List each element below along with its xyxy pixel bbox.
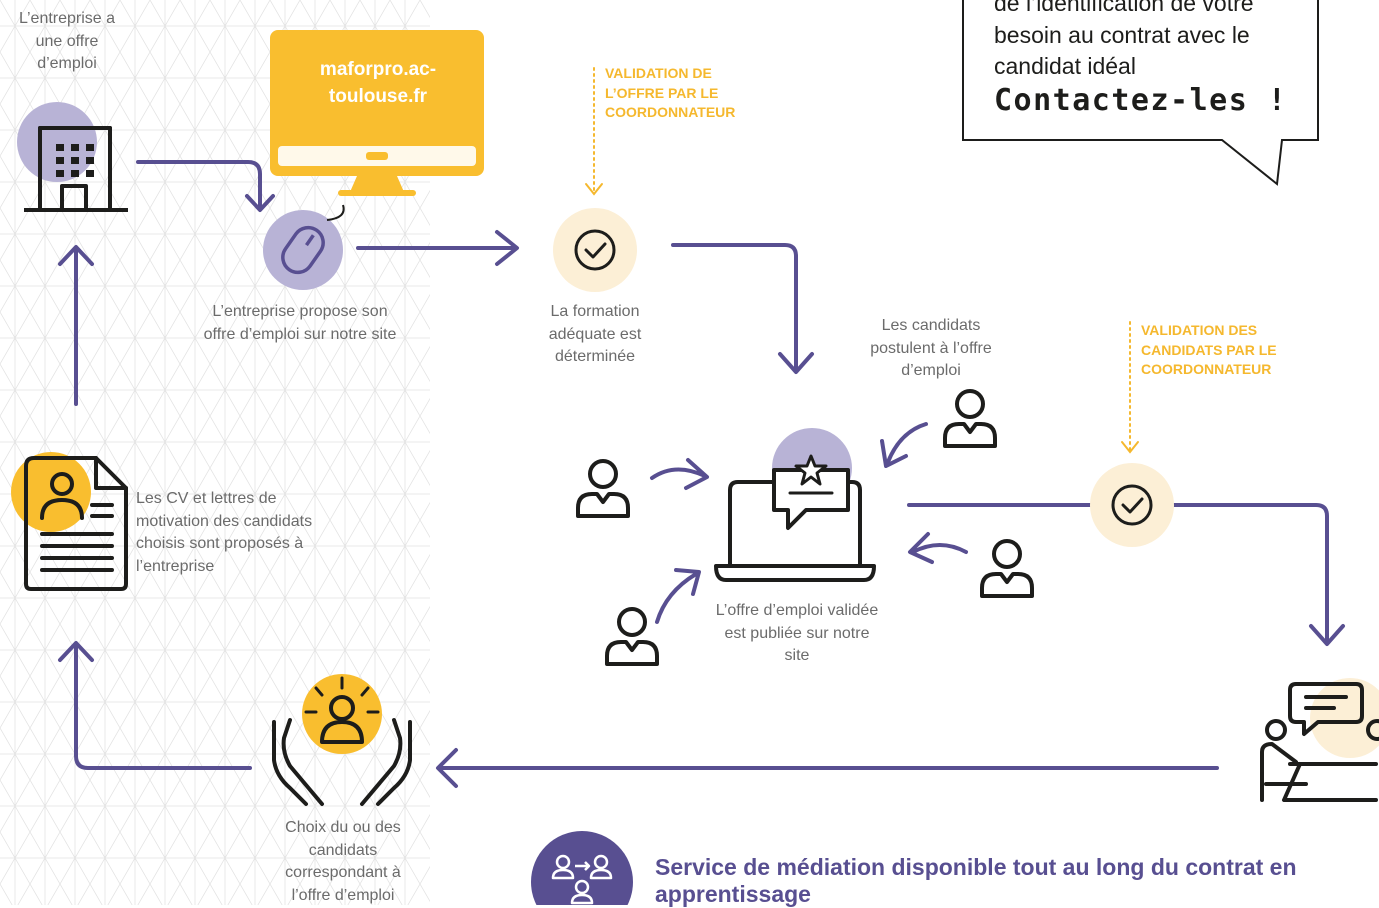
arrow-site-to-training — [356, 230, 519, 266]
label-cv-proposed: Les CV et lettres de motivation des cand… — [136, 490, 313, 575]
label-choice-candidates: Choix du ou des candidats correspondant … — [285, 819, 401, 904]
arrow-candidate-1 — [650, 458, 709, 490]
user-icon — [980, 539, 1034, 598]
monitor-icon — [270, 30, 484, 196]
validation-dotted-lines — [585, 67, 1139, 454]
building-icon — [17, 102, 128, 212]
arrow-candidate-3 — [908, 532, 968, 564]
hands-person-icon — [272, 674, 412, 806]
label-candidates-apply: Les candidats postulent à l’offre d’empl… — [870, 317, 992, 379]
mediation-service-text: Service de médiation disponible tout au … — [655, 854, 1297, 907]
label-company-offer: L’entreprise a une offre d’emploi — [18, 10, 116, 72]
user-icon — [576, 459, 630, 518]
connector-arrows — [58, 160, 1345, 788]
callout-text: de l’identification de votre besoin au c… — [994, 0, 1254, 79]
user-icon — [605, 607, 659, 666]
label-company-proposes: L’entreprise propose son offre d’emploi … — [203, 303, 397, 343]
cv-document-icon — [11, 452, 128, 591]
callout-bubble — [962, 0, 1319, 186]
arrow-building-to-site — [136, 160, 275, 212]
arrow-choice-to-cv — [58, 641, 252, 770]
arrow-meeting-to-choice — [436, 748, 1219, 788]
mediation-icon — [531, 831, 633, 905]
arrow-candidate-4 — [655, 568, 701, 624]
website-url[interactable]: maforpro.ac-toulouse.fr — [319, 59, 437, 107]
laptop-star-icon — [714, 428, 876, 582]
check-circle-icon — [553, 208, 637, 292]
validation-candidates-label: VALIDATION DES CANDIDATS PAR LE COORDONN… — [1141, 322, 1277, 377]
callout-heading: Contactez-les ! — [994, 83, 1288, 118]
meeting-icon — [1260, 678, 1379, 802]
arrow-training-to-laptop — [671, 243, 814, 374]
user-icon — [943, 389, 997, 448]
arrow-cv-to-building — [58, 245, 94, 406]
label-offer-published: L’offre d’emploi validée est publiée sur… — [715, 602, 879, 664]
check-circle-icon — [1090, 463, 1174, 547]
arrow-validation-to-meeting — [1172, 503, 1345, 646]
mouse-icon — [263, 204, 345, 290]
validation-offer-label: VALIDATION DE L’OFFRE PAR LE COORDONNATE… — [605, 65, 736, 120]
arrow-candidate-2 — [880, 422, 928, 468]
label-training-determined: La formation adéquate est déterminée — [548, 303, 642, 365]
